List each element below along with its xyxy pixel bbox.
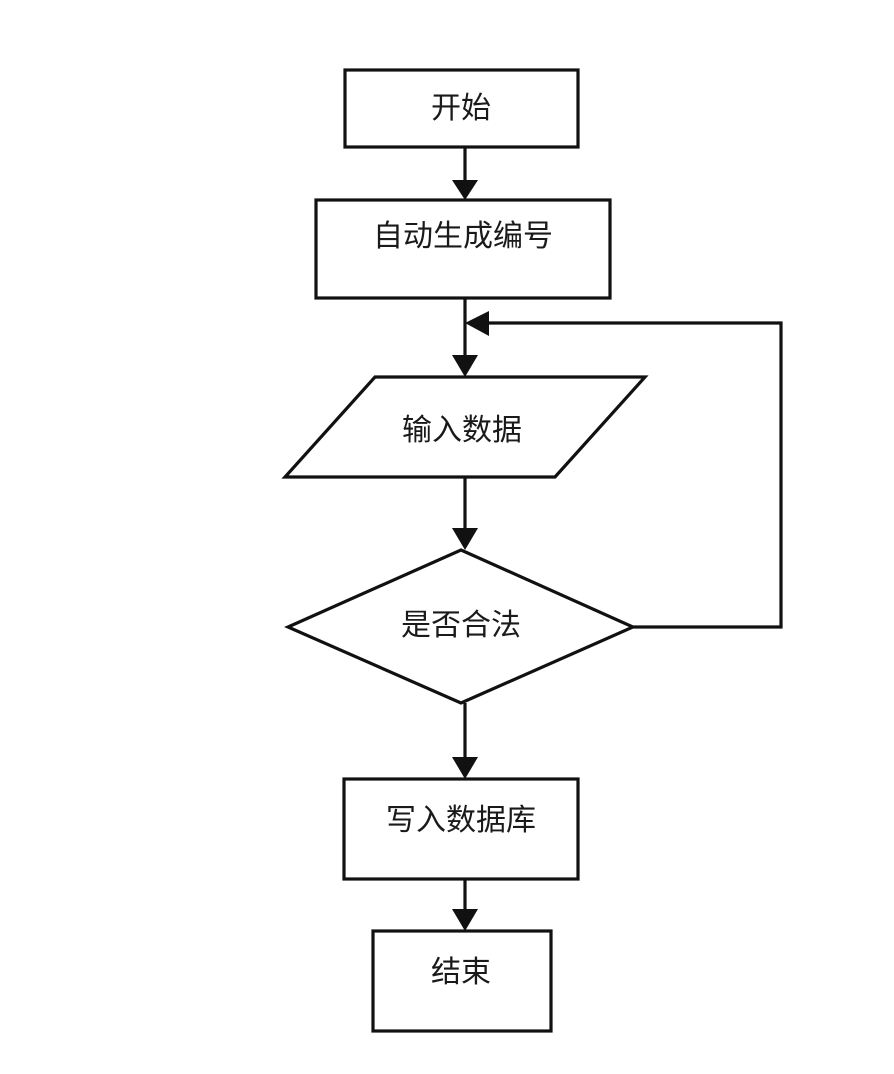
- node-auto-number-shape[interactable]: [314, 198, 612, 300]
- node-input-data-label: 输入数据: [402, 413, 522, 448]
- edge-input-data-to-is-valid: [452, 477, 478, 550]
- node-auto-number-label: 自动生成编号: [373, 219, 553, 254]
- connector-path: [483, 321, 783, 629]
- node-start-label: 开始: [431, 91, 491, 126]
- node-write-db-shape[interactable]: [342, 777, 580, 881]
- node-end-shape[interactable]: [371, 929, 553, 1033]
- node-is-valid[interactable]: 是否合法: [284, 548, 637, 705]
- node-write-db[interactable]: 写入数据库: [342, 777, 580, 881]
- arrow-head-icon: [452, 757, 478, 779]
- arrow-head-icon: [452, 180, 478, 200]
- node-is-valid-shape[interactable]: [284, 548, 637, 705]
- node-is-valid-label: 是否合法: [401, 608, 521, 643]
- edge-write-db-to-end: [452, 879, 478, 931]
- edge-start-to-auto-number: [452, 147, 478, 200]
- node-end-label: 结束: [431, 955, 491, 990]
- node-auto-number[interactable]: 自动生成编号: [314, 198, 612, 300]
- edge-is-valid-to-write-db: [452, 703, 478, 779]
- node-input-data-shape[interactable]: [281, 375, 649, 479]
- edge-auto-number-to-input-data: [452, 298, 478, 377]
- node-start[interactable]: 开始: [343, 68, 580, 149]
- node-start-shape[interactable]: [343, 68, 580, 149]
- arrow-head-icon: [452, 909, 478, 931]
- edge-is-valid-loopback-to-input-data: [465, 311, 783, 629]
- node-input-data[interactable]: 输入数据: [281, 375, 649, 479]
- node-write-db-label: 写入数据库: [386, 803, 536, 838]
- arrow-head-icon: [452, 528, 478, 550]
- arrow-head-icon: [452, 355, 478, 377]
- node-end[interactable]: 结束: [371, 929, 553, 1033]
- arrow-head-icon: [465, 311, 489, 336]
